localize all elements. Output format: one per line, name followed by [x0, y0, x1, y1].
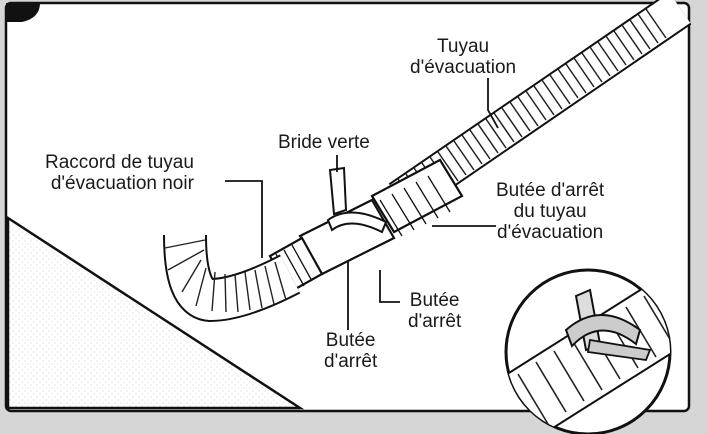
label-stop-right: Butée d'arrêt — [408, 290, 461, 332]
label-drain-hose-line1: Tuyau — [410, 36, 516, 57]
label-drain-hose-stop-line1: Butée d'arrêt — [496, 180, 604, 201]
label-black-connector-line2: d'évacuation noir — [45, 173, 194, 194]
label-drain-hose: Tuyau d'évacuation — [410, 36, 516, 78]
label-green-clamp: Bride verte — [278, 132, 370, 153]
label-stop-bottom: Butée d'arrêt — [324, 330, 377, 372]
label-stop-bottom-line1: Butée — [324, 330, 377, 351]
label-stop-right-line1: Butée — [408, 290, 461, 311]
label-stop-bottom-line2: d'arrêt — [324, 351, 377, 372]
label-black-connector-line1: Raccord de tuyau — [45, 152, 194, 173]
label-stop-right-line2: d'arrêt — [408, 311, 461, 332]
label-drain-hose-stop: Butée d'arrêt du tuyau d'évacuation — [496, 180, 604, 243]
label-drain-hose-line2: d'évacuation — [410, 57, 516, 78]
label-drain-hose-stop-line3: d'évacuation — [496, 222, 604, 243]
label-drain-hose-stop-line2: du tuyau — [496, 201, 604, 222]
label-green-clamp-text: Bride verte — [278, 132, 370, 153]
label-black-connector: Raccord de tuyau d'évacuation noir — [45, 152, 194, 194]
